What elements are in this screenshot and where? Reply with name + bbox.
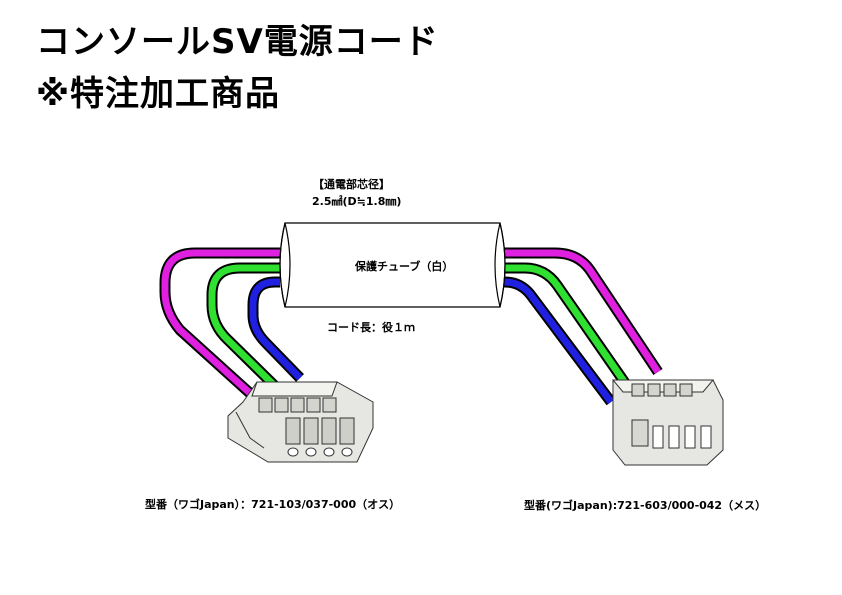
right-connector [611,379,724,466]
left-wires [159,247,304,410]
protective-tube [279,222,506,308]
left-connector [227,381,374,463]
left-wire-green [206,262,286,397]
tube-label: 保護チューブ（白） [355,260,454,273]
conductor-heading: 【通電部芯径】 [313,178,390,191]
left-connector-part-number: 型番（ワゴJapan）：721-103/037-000（オス） [145,498,401,511]
cord-length-label: コード長：役１ｍ [327,321,415,334]
left-wire-blue [247,276,304,382]
right-wire-green [495,262,635,394]
right-wire-blue [495,276,616,406]
left-wire-magenta [159,247,280,410]
right-wire-magenta [495,247,663,376]
page-title: コンソールSV電源コード [36,22,439,62]
right-connector-part-number: 型番(ワゴJapan):721-603/000-042（メス） [524,499,767,512]
page-subtitle: ※特注加工商品 [36,74,281,114]
conductor-size: 2.5㎟(D≒1.8㎜) [312,195,402,208]
right-wires [495,247,663,406]
